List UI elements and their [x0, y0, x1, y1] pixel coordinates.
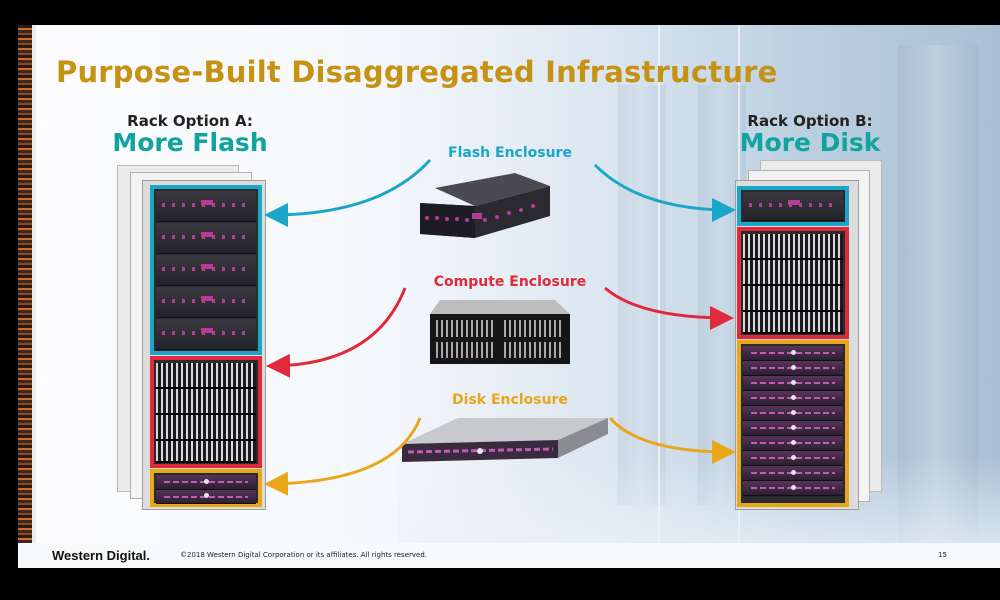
disk-unit [743, 451, 843, 466]
footer-bar [18, 543, 1000, 568]
compute-unit [743, 312, 843, 334]
rack-a-headline: More Flash [112, 128, 268, 157]
flash-unit [743, 192, 843, 221]
slide-title: Purpose-Built Disaggregated Infrastructu… [56, 55, 778, 89]
disk-unit [743, 376, 843, 391]
rack-a-disk-group [150, 469, 262, 507]
flash-unit [156, 223, 256, 254]
rack-a-label: Rack Option A: [127, 112, 253, 130]
decorative-strip [18, 25, 32, 568]
flash-unit [156, 255, 256, 286]
disk-enclosure-label: Disk Enclosure [452, 392, 568, 408]
rack-b-label: Rack Option B: [747, 112, 873, 130]
compute-unit [743, 286, 843, 312]
disk-unit [743, 466, 843, 481]
disk-enclosure-image [402, 418, 608, 462]
datacenter-light [658, 25, 660, 568]
disk-unit [743, 391, 843, 406]
disk-unit [743, 406, 843, 421]
rack-b-disk-group [737, 340, 849, 507]
disk-arrow-to-rack-b [608, 417, 736, 464]
compute-enclosure-label: Compute Enclosure [433, 274, 587, 290]
rack-b-compute-group [737, 227, 849, 339]
flash-enclosure-label: Flash Enclosure [448, 145, 572, 161]
flash-unit [156, 287, 256, 318]
compute-unit [156, 363, 256, 389]
compute-unit [156, 415, 256, 441]
compute-unit [156, 389, 256, 415]
compute-enclosure-image [430, 300, 570, 364]
disk-unit [156, 490, 256, 504]
disk-arrow-to-rack-a [264, 417, 422, 496]
compute-unit [156, 441, 256, 463]
company-logo: Western Digital. [52, 548, 151, 563]
rack-b-flash-group [737, 186, 849, 226]
rack-a-compute-group [150, 356, 262, 468]
disk-unit [743, 436, 843, 451]
disk-unit [743, 361, 843, 376]
rack-b-headline: More Disk [739, 128, 881, 157]
disk-unit [743, 346, 843, 361]
flash-arrow-to-rack-a [264, 158, 432, 227]
decorative-strip-edge [32, 25, 36, 568]
flash-unit [156, 319, 256, 350]
compute-unit [743, 234, 843, 260]
page-number: 15 [938, 551, 947, 559]
disk-unit [743, 421, 843, 436]
flash-unit [156, 191, 256, 222]
rack-a-flash-group [150, 185, 262, 355]
disk-unit [156, 475, 256, 490]
flash-enclosure-image [420, 173, 550, 238]
compute-arrow-to-rack-b [604, 286, 734, 330]
disk-unit [743, 481, 843, 496]
compute-arrow-to-rack-a [266, 287, 407, 378]
copyright-text: ©2018 Western Digital Corporation or its… [180, 551, 428, 559]
compute-unit [743, 260, 843, 286]
flash-arrow-to-rack-b [593, 163, 736, 222]
